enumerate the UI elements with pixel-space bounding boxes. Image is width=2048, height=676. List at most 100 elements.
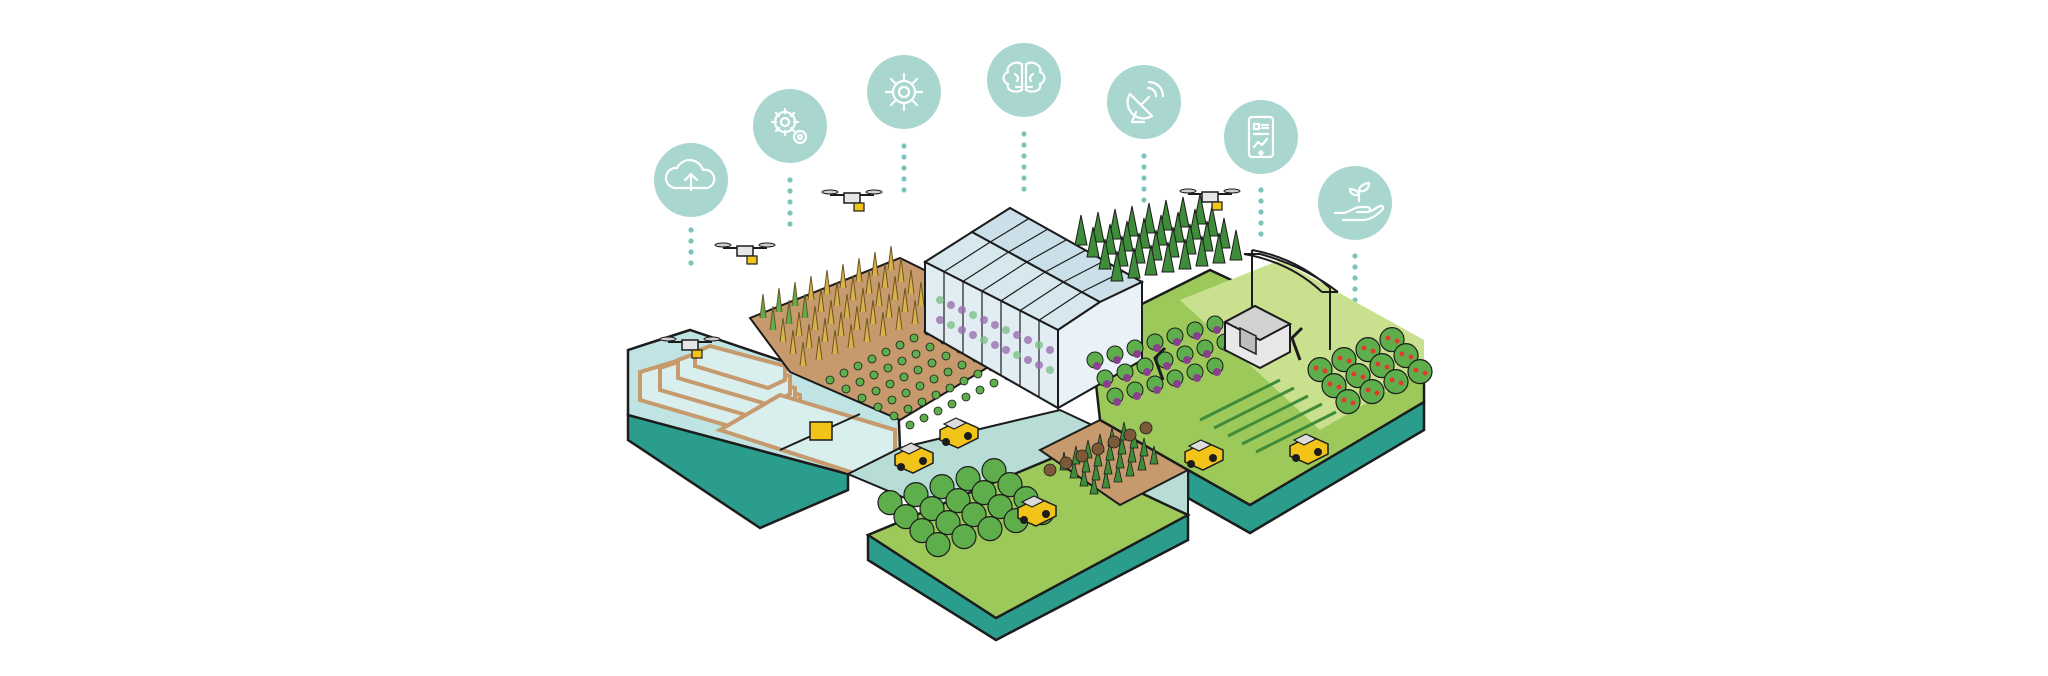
grove-tree — [951, 523, 977, 550]
apple-tree — [1345, 363, 1371, 389]
crop-plant — [1103, 455, 1113, 475]
connector-dot — [1021, 175, 1027, 181]
crop-plant — [1125, 457, 1135, 477]
conifer-tree — [1178, 238, 1192, 270]
vineyard-row — [1241, 402, 1323, 446]
crop-plant — [913, 365, 923, 375]
connector-dot — [1021, 131, 1027, 137]
sprayer — [939, 417, 979, 449]
crop-plant — [929, 374, 939, 384]
grape-bunch — [1123, 374, 1131, 382]
grove-tree — [981, 458, 1007, 484]
robot-cart — [1289, 433, 1329, 465]
greenhouse-plant — [1024, 336, 1032, 344]
grove-tree — [929, 474, 955, 500]
greenhouse-plant — [1013, 331, 1021, 339]
apple — [1360, 374, 1366, 380]
wheat-stalk — [907, 269, 915, 295]
grape-bunch — [1113, 398, 1121, 406]
dotted-connectors — [688, 131, 1358, 303]
grape-bunch — [1153, 344, 1161, 352]
conifer-tree — [1161, 241, 1175, 273]
wheat-stalk — [879, 311, 887, 337]
crop-plant — [839, 368, 849, 378]
crop-plant — [883, 363, 893, 373]
apple — [1413, 367, 1419, 373]
brain-icon — [987, 43, 1061, 117]
wheat-stalk — [779, 317, 787, 343]
power-line — [1243, 249, 1339, 350]
wheat-stalk — [895, 305, 903, 331]
wheat-stalk — [833, 281, 841, 307]
connector-dot — [1352, 275, 1358, 281]
grape-bunch — [1133, 350, 1141, 358]
wheat-stalk — [837, 311, 845, 337]
wheat-stalk — [917, 281, 925, 307]
grove-tree — [987, 494, 1013, 520]
robot-arm — [1290, 326, 1304, 361]
apple — [1350, 400, 1356, 406]
crop-plant — [1079, 467, 1089, 487]
connector-dot — [901, 143, 907, 149]
grove-tree — [961, 501, 987, 528]
connector-dot — [1141, 153, 1147, 159]
crop-plant — [1127, 443, 1137, 463]
apple — [1408, 354, 1414, 360]
grove-tree — [893, 503, 919, 530]
wheat-stalk — [897, 257, 905, 283]
grape-bunch — [1173, 380, 1181, 388]
greenhouse — [922, 206, 1145, 410]
crop-plant — [895, 340, 905, 350]
connector-dot — [688, 249, 694, 255]
vineyard-row — [1255, 410, 1337, 454]
connector-dot — [901, 187, 907, 193]
apple — [1337, 355, 1343, 361]
wheat-stalk — [891, 275, 899, 301]
connector-dot — [787, 199, 793, 205]
connector-dot — [1021, 153, 1027, 159]
conifer-tree — [1074, 214, 1088, 246]
wheat-stalk — [775, 287, 783, 313]
greenhouse-plant — [947, 301, 955, 309]
wheat-stalk — [855, 257, 863, 283]
connector-dot — [787, 188, 793, 194]
greenhouse-plant — [1046, 366, 1054, 374]
crop-plant — [959, 376, 969, 386]
greenhouse-plant — [1002, 346, 1010, 354]
connector-dot — [1021, 186, 1027, 192]
greenhouse-plant — [947, 321, 955, 329]
wheat-stalk — [859, 287, 867, 313]
crop-plant — [853, 361, 863, 371]
apple-tree — [1331, 347, 1357, 373]
crop-plant — [943, 367, 953, 377]
bush — [1107, 435, 1121, 449]
connector-dot — [688, 227, 694, 233]
farm-shed — [1222, 304, 1293, 370]
apple-tree — [1407, 359, 1433, 385]
wheat-stalk — [847, 323, 855, 349]
wheat-stalk — [853, 305, 861, 331]
greenhouse-plant — [936, 296, 944, 304]
greenhouse-plant — [958, 306, 966, 314]
apple — [1399, 351, 1405, 357]
apple — [1375, 361, 1381, 367]
apple — [1374, 390, 1380, 396]
grape-bunch — [1203, 350, 1211, 358]
conifer-tree — [1144, 244, 1158, 276]
wheat-stalk — [863, 317, 871, 343]
connector-dot — [1352, 264, 1358, 270]
greenhouse-plant — [969, 331, 977, 339]
gear-icon — [867, 55, 941, 129]
apple-tree — [1321, 373, 1347, 399]
apple — [1389, 377, 1395, 383]
grove-tree — [997, 472, 1023, 498]
wheat-stalk — [817, 287, 825, 313]
connector-dot — [1258, 220, 1264, 226]
apple — [1365, 387, 1371, 393]
grape-bunch — [1133, 392, 1141, 400]
connector-dot — [688, 238, 694, 244]
apple — [1422, 370, 1428, 376]
connector-dot — [901, 176, 907, 182]
crop-plant — [1113, 463, 1123, 483]
crop-plant — [933, 406, 943, 416]
